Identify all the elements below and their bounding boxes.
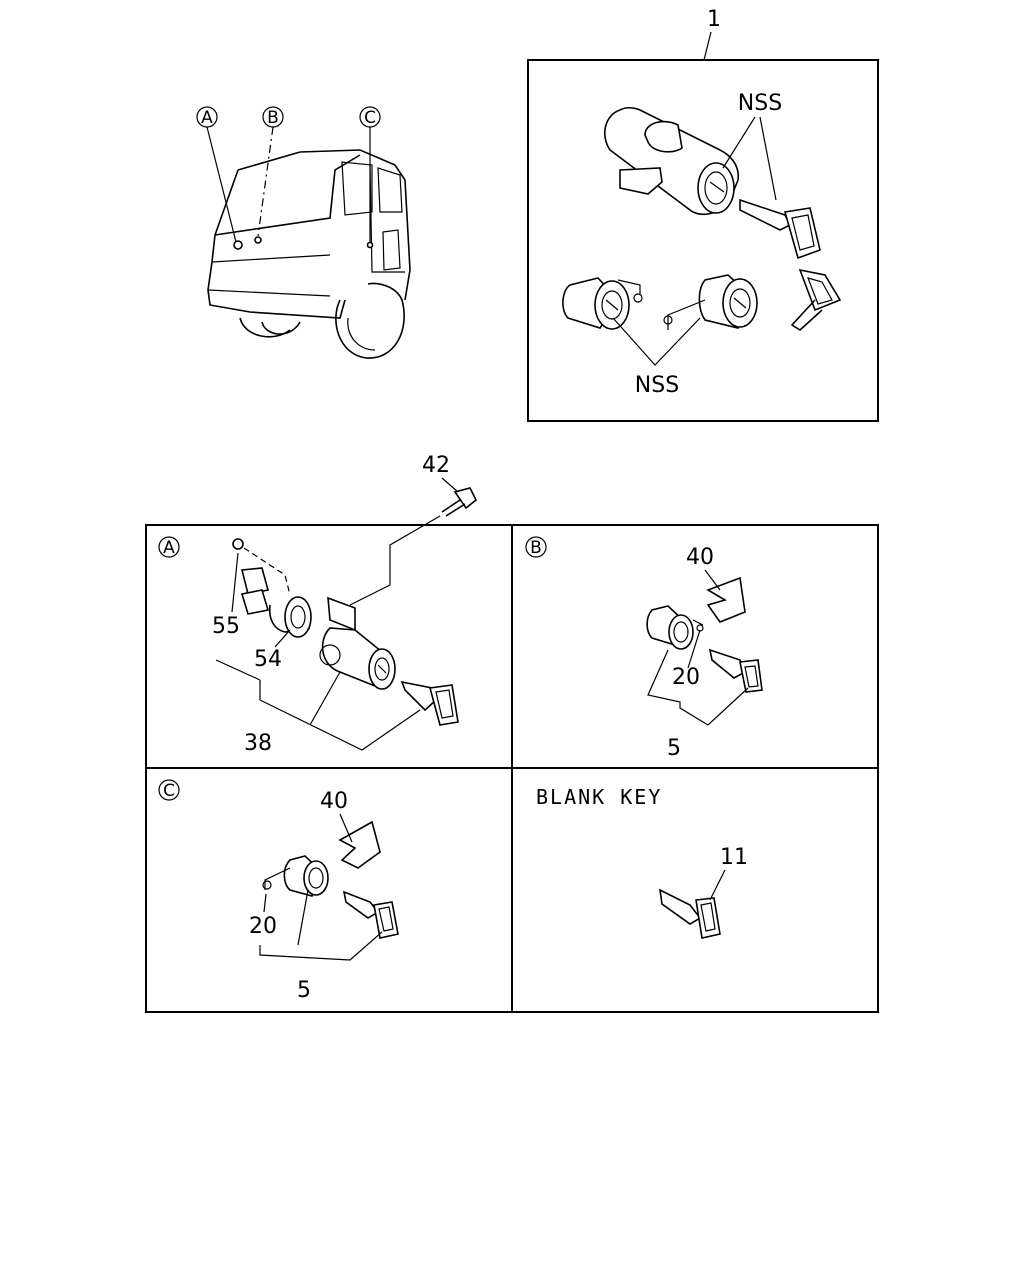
bolt-leader [441, 477, 459, 493]
kit-nss-bottom-label: NSS [635, 373, 679, 398]
panel-c-part-40: 40 [320, 789, 348, 814]
overview-callout-b: B [262, 106, 284, 128]
svg-text:B: B [267, 108, 279, 128]
panel-b-part-40: 40 [686, 545, 714, 570]
panel-d-title: BLANK KEY [536, 785, 662, 809]
kit-nss-top-leaders [722, 116, 777, 201]
overview-callout-a: A [196, 106, 218, 128]
panel-a-leader-55 [231, 552, 239, 613]
panel-a-tag: A [158, 536, 180, 558]
driver-door-lock-marker [233, 240, 243, 250]
panel-d-leader-11 [709, 869, 726, 901]
panel-b-leader-20 [687, 629, 701, 669]
kit-door-lock-left [562, 277, 643, 330]
panel-a-part-55: 55 [212, 614, 240, 639]
kit-key-upper [739, 198, 821, 260]
panel-b-leader-5 [647, 649, 749, 726]
kit-leader-line [703, 31, 712, 61]
panel-c-leader-5 [259, 889, 383, 961]
panel-d-part-11: 11 [720, 845, 748, 870]
blank-key-illustration [658, 888, 721, 939]
bolt-42-illustration [441, 487, 478, 517]
panel-c-leader-40 [339, 813, 353, 843]
kit-nss-bottom-leaders [612, 317, 701, 366]
side-door-lock-marker [366, 241, 374, 249]
svg-text:A: A [201, 108, 213, 128]
panel-b-tag: B [525, 536, 547, 558]
ignition-lock-cylinder [604, 106, 740, 216]
bolt-part-number: 42 [422, 453, 450, 478]
kit-nss-top-label: NSS [738, 91, 782, 116]
panel-b-door-lock-assembly [646, 576, 763, 693]
overview-callout-c: C [359, 106, 381, 128]
kit-door-lock-right [663, 274, 758, 330]
kit-part-number: 1 [707, 7, 721, 32]
svg-text:A: A [163, 538, 175, 558]
panel-a-leader-38 [215, 659, 421, 751]
panel-c-leader-20 [263, 893, 267, 913]
svg-text:B: B [530, 538, 542, 558]
panel-c-part-20: 20 [249, 914, 277, 939]
bolt-to-panel-a-leader [349, 515, 441, 606]
svg-text:C: C [163, 781, 175, 801]
panel-b-leader-40 [704, 569, 721, 591]
lock-set-kit-box [527, 59, 879, 422]
panel-b-part-20: 20 [672, 665, 700, 690]
panel-b-part-5: 5 [667, 736, 681, 761]
detail-panel-grid [145, 524, 879, 1013]
panel-c-door-lock-assembly [262, 820, 399, 939]
panel-a-ignition-assembly [232, 538, 459, 726]
panel-a-part-38: 38 [244, 731, 272, 756]
panel-c-part-5: 5 [297, 978, 311, 1003]
kit-key-lower [790, 268, 842, 331]
panel-c-tag: C [158, 779, 180, 801]
truck-cab-illustration [206, 126, 411, 359]
svg-text:C: C [364, 108, 376, 128]
panel-a-part-54: 54 [254, 647, 282, 672]
panel-a-leader-54 [274, 629, 291, 648]
passenger-door-lock-marker [254, 236, 262, 244]
